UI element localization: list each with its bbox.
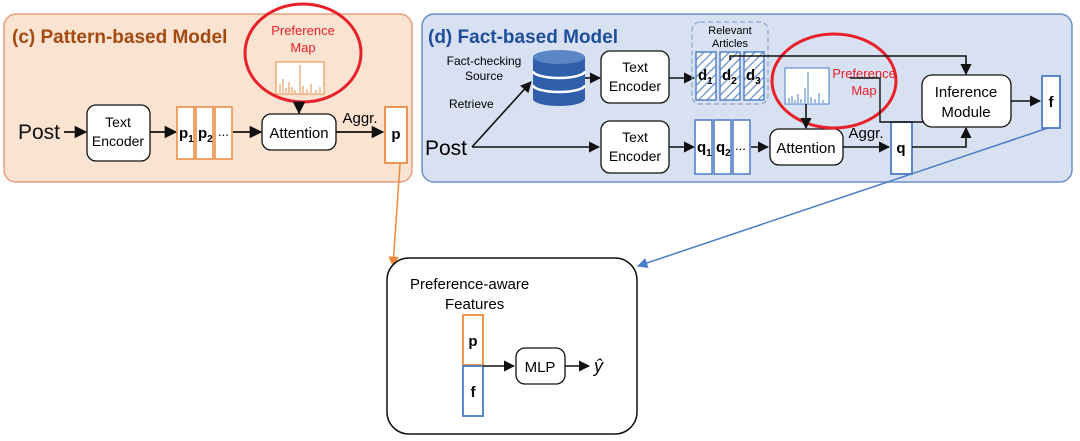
- fusion-panel-background: [386, 257, 638, 435]
- fusion-p-vector: [462, 314, 484, 366]
- database-icon: [531, 50, 587, 106]
- fact-attention-label: Attention: [776, 140, 835, 157]
- retrieve-label: Retrieve: [449, 97, 494, 111]
- token-vector-p1: [176, 106, 195, 160]
- pattern-encoder-label-1: Text: [105, 114, 131, 130]
- inference-module-label-1: Inference: [935, 84, 998, 101]
- preference-aware-features-panel: Preference-aware Features p f MLP ŷ: [386, 257, 638, 435]
- fact-aggr-label: Aggr.: [848, 125, 883, 142]
- pattern-token-vectors: p1 p2 ...: [176, 106, 233, 160]
- fusion-p-label: p: [468, 333, 477, 350]
- pattern-text-encoder: [86, 104, 151, 162]
- article-vector-d3: [743, 51, 765, 101]
- fusion-f-label: f: [471, 384, 477, 401]
- fact-f-label: f: [1049, 94, 1055, 111]
- pattern-attention-label: Attention: [269, 125, 328, 142]
- fusion-title-1: Preference-aware: [410, 276, 529, 293]
- token-more-label: ...: [218, 124, 229, 139]
- fusion-title-2: Features: [445, 296, 504, 313]
- fact-encoder-bottom-label-2: Encoder: [609, 148, 661, 164]
- token-q2-label: q2: [716, 139, 731, 159]
- fact-encoder-top-label-2: Encoder: [609, 78, 661, 94]
- pattern-post-label: Post: [18, 121, 60, 144]
- pattern-output-p-label: p: [391, 126, 400, 143]
- token-vector-q-more: [732, 119, 751, 175]
- relevant-articles-label-1: Relevant: [708, 25, 751, 37]
- prediction-y-hat: ŷ: [592, 356, 604, 376]
- article-d1-label: d1: [698, 67, 713, 87]
- pattern-preference-label-2: Map: [290, 40, 315, 55]
- token-p2-label: p2: [198, 125, 213, 145]
- pattern-preference-histogram-icon: [275, 61, 325, 95]
- pattern-output-to-fusion-arrow: [388, 163, 401, 268]
- fact-preference-histogram-icon: [784, 67, 830, 105]
- pattern-output-p-vector: [384, 106, 408, 164]
- token-q-more-label: ...: [735, 138, 746, 153]
- fact-preference-map-circle: [770, 32, 898, 130]
- article-vectors: d1 d2 d3: [695, 51, 765, 101]
- token-vector-q1: [694, 119, 713, 175]
- post-token-vectors: q1 q2 ...: [694, 119, 751, 175]
- fusion-f-vector: [462, 365, 484, 417]
- pattern-panel-title: (c) Pattern-based Model: [12, 27, 227, 48]
- pattern-aggr-label: Aggr.: [342, 110, 377, 127]
- fact-based-panel: (d) Fact-based Model Fact-checking Sourc…: [421, 13, 1073, 183]
- token-vector-more: [214, 106, 233, 160]
- articles-to-inference-arrow: [729, 55, 972, 76]
- fact-preference-label-2: Map: [851, 83, 876, 98]
- token-p1-label: p1: [179, 125, 194, 145]
- fact-encoder-top-label-1: Text: [622, 59, 648, 75]
- pattern-encoder-label-2: Encoder: [92, 133, 144, 149]
- fact-q-label: q: [896, 140, 905, 157]
- fact-output-to-fusion-arrow: [637, 127, 1049, 268]
- inference-module-label-2: Module: [941, 104, 990, 121]
- fact-post-label: Post: [425, 137, 467, 160]
- fact-panel-title: (d) Fact-based Model: [428, 27, 618, 48]
- fact-source-label-1: Fact-checking: [447, 54, 522, 68]
- fact-preference-label-1: Preference: [832, 66, 896, 81]
- post-to-database-arrow: [471, 81, 532, 148]
- fact-source-label-2: Source: [465, 69, 503, 83]
- pattern-based-panel: (c) Pattern-based Model Post Text Encode…: [3, 2, 413, 183]
- token-vector-q2: [713, 119, 732, 175]
- fact-f-vector: [1041, 75, 1061, 129]
- article-d3-label: d3: [746, 67, 761, 87]
- fact-text-encoder-top: [600, 50, 670, 104]
- relevant-articles-label-2: Articles: [712, 38, 749, 50]
- fact-encoder-bottom-label-1: Text: [622, 129, 648, 145]
- token-vector-p2: [195, 106, 214, 160]
- mlp-label: MLP: [525, 359, 556, 376]
- token-q1-label: q1: [697, 139, 712, 159]
- q-to-inference-arrow: [912, 126, 972, 148]
- relevant-articles-group: [691, 21, 769, 105]
- article-vector-d2: [719, 51, 741, 101]
- pattern-preference-label-1: Preference: [271, 23, 335, 38]
- article-vector-d1: [695, 51, 717, 101]
- article-d2-label: d2: [722, 67, 737, 87]
